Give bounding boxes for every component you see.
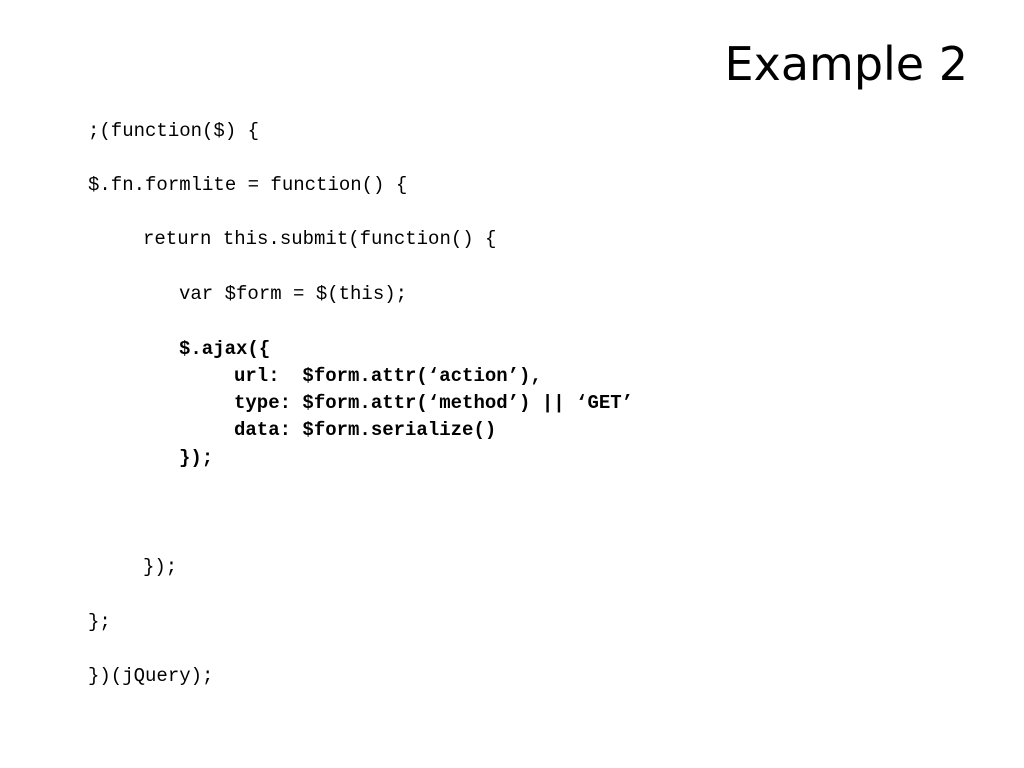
code-line-open-iife: ;(function($) {: [88, 120, 260, 142]
code-line-plugin-close: };: [88, 611, 111, 633]
code-line-ajax-type: type: $form.attr(‘method’) || ‘GET’: [234, 392, 634, 414]
code-line-plugin-def: $.fn.formlite = function() {: [88, 174, 408, 196]
code-line-submit-close: });: [143, 556, 178, 578]
code-line-iife-close: })(jQuery);: [88, 665, 214, 687]
slide-title: Example 2: [724, 37, 968, 91]
code-line-ajax-url: url: $form.attr(‘action’),: [234, 365, 542, 387]
code-line-var-form: var $form = $(this);: [179, 283, 408, 305]
code-line-ajax-open: $.ajax({: [179, 338, 271, 360]
code-line-ajax-data: data: $form.serialize(): [234, 419, 497, 441]
code-line-return-submit: return this.submit(function() {: [143, 228, 497, 250]
code-line-ajax-close: });: [179, 447, 214, 469]
